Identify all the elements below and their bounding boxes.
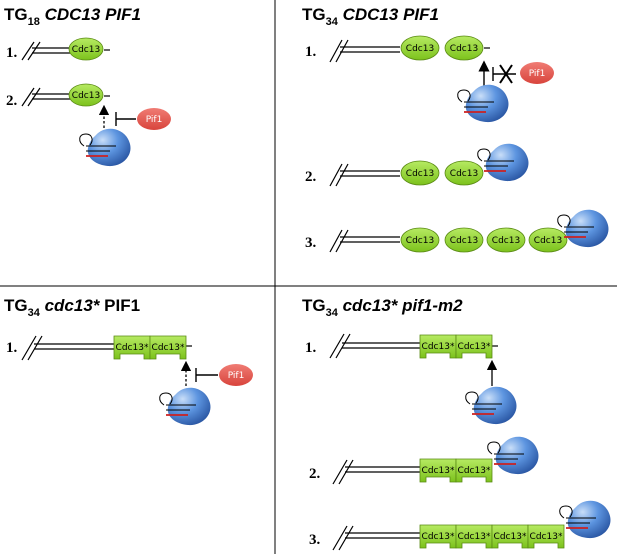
cdc13-protein: Cdc13 (486, 227, 526, 253)
svg-text:Cdc13: Cdc13 (450, 169, 478, 179)
pif1-protein: Pif1 (137, 108, 171, 130)
cdc13-mutant-protein: Cdc13* (455, 524, 493, 549)
svg-text:Cdc13: Cdc13 (534, 236, 562, 246)
svg-text:Pif1: Pif1 (146, 115, 163, 125)
svg-text:Pif1: Pif1 (529, 69, 546, 79)
telomere-dna (329, 229, 400, 253)
cdc13-mutant-protein: Cdc13* (419, 334, 457, 359)
cdc13-protein: Cdc13 (528, 227, 568, 253)
cdc13-protein: Cdc13 (68, 83, 104, 107)
step-label: 3. (305, 235, 317, 251)
telomere-dna (21, 87, 110, 107)
cdc13-protein: Cdc13 (444, 35, 484, 61)
cdc13-mutant-protein: Cdc13* (149, 335, 187, 360)
svg-text:Cdc13: Cdc13 (72, 91, 100, 101)
svg-text:Cdc13*: Cdc13* (116, 343, 149, 353)
svg-text:Cdc13: Cdc13 (72, 45, 100, 55)
svg-text:Cdc13: Cdc13 (406, 169, 434, 179)
telomere-dna (329, 333, 498, 359)
svg-text:Cdc13: Cdc13 (450, 236, 478, 246)
step-label: 2. (309, 466, 321, 482)
cdc13-mutant-protein: Cdc13* (113, 335, 151, 360)
step-label: 1. (6, 340, 18, 356)
panel-2: 1. Cdc13 Cdc13 Pif1 (305, 35, 609, 253)
cdc13-protein: Cdc13 (400, 160, 440, 186)
svg-text:Cdc13*: Cdc13* (458, 532, 491, 542)
telomerase-icon (457, 84, 509, 123)
panel-title-tg34-cdc13mut-pif1: TG34 cdc13* PIF1 (4, 296, 140, 319)
telomere-dna (332, 525, 420, 551)
step-label: 2. (6, 93, 18, 109)
svg-text:Cdc13: Cdc13 (406, 236, 434, 246)
inhibition-bar-icon (115, 112, 136, 126)
step-label: 2. (305, 169, 317, 185)
cdc13-protein: Cdc13 (400, 227, 440, 253)
telomerase-icon (159, 387, 211, 426)
svg-text:Cdc13*: Cdc13* (422, 532, 455, 542)
cdc13-mutant-protein: Cdc13* (527, 524, 565, 549)
svg-text:Pif1: Pif1 (228, 371, 245, 381)
cdc13-mutant-protein: Cdc13* (455, 334, 493, 359)
telomere-dna (329, 163, 400, 187)
pif1-protein: Pif1 (520, 62, 554, 84)
svg-text:Cdc13*: Cdc13* (530, 532, 563, 542)
cdc13-mutant-protein: Cdc13* (455, 458, 493, 483)
panel-title-tg34-cdc13mut-pif1m2: TG34 cdc13* pif1-m2 (302, 296, 463, 319)
telomerase-icon (487, 436, 539, 475)
telomerase-icon (557, 209, 609, 248)
telomere-dna (21, 41, 110, 61)
telomerase-icon (79, 128, 131, 167)
telomerase-icon (477, 143, 529, 182)
panel-title-tg18-cdc13-pif1: TG18 CDC13 PIF1 (4, 5, 141, 28)
telomerase-icon (465, 386, 517, 425)
svg-text:Cdc13: Cdc13 (406, 44, 434, 54)
cdc13-protein: Cdc13 (444, 160, 484, 186)
panel-title-tg34-cdc13-pif1: TG34 CDC13 PIF1 (302, 5, 439, 28)
cross-icon (499, 64, 513, 84)
inhibition-bar-icon (195, 368, 218, 382)
svg-text:Cdc13*: Cdc13* (422, 342, 455, 352)
svg-text:Cdc13*: Cdc13* (494, 532, 527, 542)
svg-text:Cdc13: Cdc13 (492, 236, 520, 246)
svg-text:Cdc13*: Cdc13* (458, 466, 491, 476)
telomere-dna (329, 39, 490, 63)
cdc13-mutant-protein: Cdc13* (419, 458, 457, 483)
cdc13-mutant-protein: Cdc13* (491, 524, 529, 549)
telomerase-icon (559, 500, 611, 539)
panel-3: 1. Cdc13* Cdc13* Pif1 (6, 335, 253, 426)
pif1-protein: Pif1 (219, 364, 253, 386)
inhibition-bar-icon (492, 67, 516, 81)
svg-text:Cdc13*: Cdc13* (458, 342, 491, 352)
svg-text:Cdc13*: Cdc13* (152, 343, 185, 353)
cdc13-protein: Cdc13 (400, 35, 440, 61)
svg-text:Cdc13*: Cdc13* (422, 466, 455, 476)
panel-1: 1. Cdc13 2. Cdc13 Pif1 (6, 37, 171, 167)
svg-text:Cdc13: Cdc13 (450, 44, 478, 54)
telomere-dna (332, 459, 420, 485)
step-label: 1. (305, 340, 317, 356)
cdc13-protein: Cdc13 (68, 37, 104, 61)
cdc13-mutant-protein: Cdc13* (419, 524, 457, 549)
cdc13-protein: Cdc13 (444, 227, 484, 253)
panel-4: 1. Cdc13* Cdc13* 2. C (305, 333, 611, 551)
step-label: 1. (6, 45, 18, 61)
step-label: 3. (309, 532, 321, 548)
step-label: 1. (305, 44, 317, 60)
telomere-dna (21, 335, 192, 361)
